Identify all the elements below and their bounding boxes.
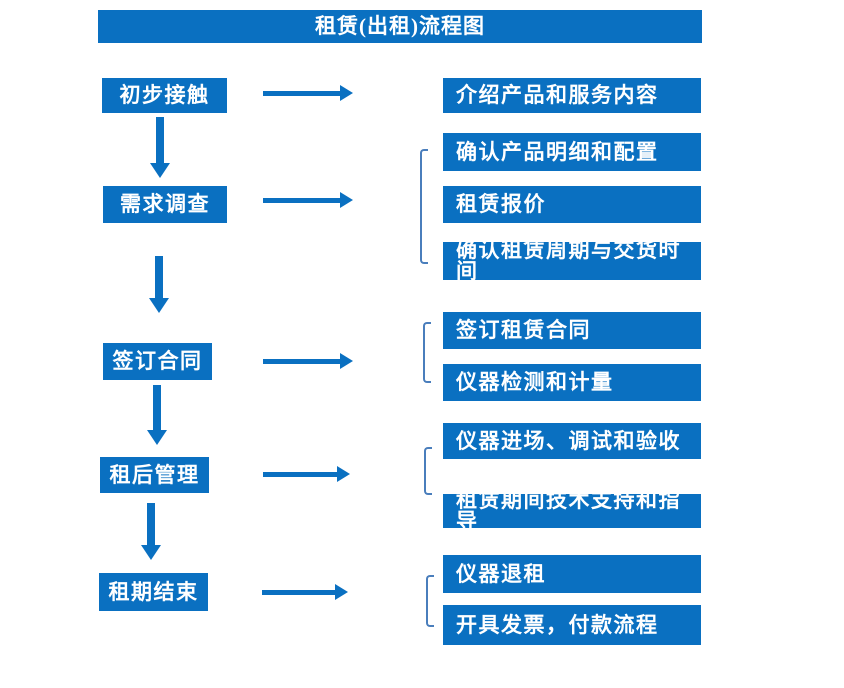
output-box-confirm-rental-period: 确认租赁周期与交货时间 — [443, 238, 701, 283]
arrow-down-icon — [145, 385, 169, 445]
arrow-shaft — [262, 589, 335, 595]
group-bracket-icon — [424, 447, 432, 495]
arrow-shaft — [156, 117, 164, 163]
arrow-head — [340, 353, 353, 369]
flowchart-title-bar: 租赁(出租)流程图 — [98, 10, 702, 43]
group-bracket-icon — [420, 149, 428, 264]
output-label: 确认产品明细和配置 — [456, 139, 659, 164]
output-box-instrument-testing: 仪器检测和计量 — [443, 364, 701, 401]
output-label: 租赁期间技术支持和指导 — [456, 488, 681, 533]
output-label: 仪器进场、调试和验收 — [456, 428, 681, 453]
arrow-right-icon — [262, 584, 348, 600]
arrow-head — [150, 163, 170, 178]
arrow-shaft — [263, 358, 340, 364]
arrow-shaft — [155, 256, 163, 298]
output-label: 确认租赁周期与交货时间 — [456, 238, 681, 283]
step-box-rental-period-end: 租期结束 — [99, 573, 208, 611]
arrow-shaft — [147, 503, 155, 545]
flowchart-title: 租赁(出租)流程图 — [315, 14, 485, 38]
arrow-shaft — [263, 90, 340, 96]
output-box-instrument-return: 仪器退租 — [443, 555, 701, 593]
arrow-head — [337, 466, 350, 482]
arrow-down-icon — [147, 256, 171, 313]
step-label: 租期结束 — [108, 579, 199, 604]
output-box-introduce-products: 介绍产品和服务内容 — [443, 78, 701, 113]
output-box-invoice-payment: 开具发票，付款流程 — [443, 605, 701, 645]
arrow-head — [147, 430, 167, 445]
arrow-shaft — [153, 385, 161, 430]
output-box-instrument-entry-debug: 仪器进场、调试和验收 — [443, 423, 701, 459]
arrow-shaft — [263, 197, 340, 203]
output-label: 介绍产品和服务内容 — [456, 83, 659, 107]
arrow-right-icon — [263, 353, 353, 369]
arrow-head — [335, 584, 348, 600]
arrow-right-icon — [263, 192, 353, 208]
output-box-technical-support: 租赁期间技术支持和指导 — [443, 490, 701, 532]
output-box-sign-rental-contract: 签订租赁合同 — [443, 312, 701, 349]
step-box-initial-contact: 初步接触 — [102, 78, 227, 113]
arrow-down-icon — [148, 117, 172, 178]
arrow-shaft — [263, 471, 337, 477]
step-box-post-rental-management: 租后管理 — [100, 457, 209, 493]
arrow-head — [141, 545, 161, 560]
step-label: 需求调查 — [120, 192, 210, 216]
output-label: 签订租赁合同 — [456, 318, 591, 342]
arrow-down-icon — [139, 503, 163, 560]
arrow-head — [149, 298, 169, 313]
step-box-demand-survey: 需求调查 — [103, 186, 227, 223]
arrow-right-icon — [263, 85, 353, 101]
step-label: 租后管理 — [109, 462, 200, 487]
output-box-confirm-product-details: 确认产品明细和配置 — [443, 133, 701, 171]
step-label: 初步接触 — [119, 83, 210, 107]
output-label: 仪器退租 — [456, 561, 546, 586]
arrow-head — [340, 192, 353, 208]
group-bracket-icon — [426, 575, 434, 627]
group-bracket-icon — [423, 322, 431, 383]
arrow-head — [340, 85, 353, 101]
step-box-sign-contract: 签订合同 — [103, 343, 212, 380]
arrow-right-icon — [263, 466, 350, 482]
output-label: 租赁报价 — [456, 192, 546, 216]
output-label: 开具发票，付款流程 — [456, 612, 659, 637]
step-label: 签订合同 — [112, 349, 203, 373]
output-box-rental-quotation: 租赁报价 — [443, 186, 701, 223]
output-label: 仪器检测和计量 — [456, 370, 614, 394]
